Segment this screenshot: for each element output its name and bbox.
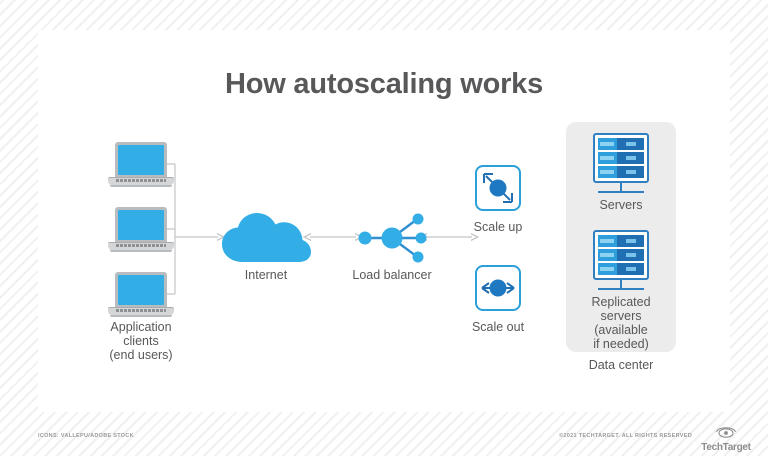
horizontal-arrows-icon: [481, 279, 515, 297]
rack-base-bar: [598, 288, 644, 290]
replicated-label-line4: if needed): [593, 337, 649, 351]
replicated-label-line1: Replicated: [591, 295, 651, 309]
clients-label-line2: clients: [123, 334, 159, 348]
scale-up-box[interactable]: [475, 165, 521, 211]
clients-label: Application clients (end users): [86, 320, 196, 362]
replicated-servers-label: Replicated servers (available if needed): [564, 295, 678, 351]
scale-up-label: Scale up: [473, 220, 523, 234]
techtarget-eye-icon: [716, 427, 736, 438]
internet-label: Internet: [244, 268, 288, 282]
diagonal-arrows-icon: [483, 173, 513, 203]
rack-stem: [620, 280, 622, 289]
servers-label-line1: Servers: [599, 198, 643, 212]
clients-label-line1: Application: [110, 320, 172, 334]
laptop-icon: [108, 207, 174, 253]
laptop-icon: [108, 272, 174, 318]
techtarget-logo: TechTarget: [698, 425, 754, 453]
graphic-card: How autoscaling works: [38, 30, 730, 412]
replicated-label-line3: (available: [594, 323, 648, 337]
graphic-title: How autoscaling works: [224, 68, 544, 100]
cloud-icon: [222, 213, 311, 262]
techtarget-wordmark: TechTarget: [701, 442, 751, 453]
scale-out-box[interactable]: [475, 265, 521, 311]
icon-credit: ICONS: VALLEPU/ADOBE STOCK: [38, 433, 134, 439]
replicated-label-line2: servers: [600, 309, 642, 323]
server-rack-icon: [593, 133, 649, 183]
load-balancer-icon: [358, 213, 427, 263]
servers-label: Servers: [566, 198, 676, 212]
scale-out-label: Scale out: [471, 320, 525, 334]
clients-label-line3: (end users): [109, 348, 173, 362]
copyright-notice: ©2021 TECHTARGET. ALL RIGHTS RESERVED: [559, 433, 692, 439]
rack-base-bar: [598, 191, 644, 193]
rack-stem: [620, 183, 622, 192]
server-rack-icon: [593, 230, 649, 280]
load-balancer-label: Load balancer: [352, 268, 432, 282]
data-center-label: Data center: [588, 358, 654, 372]
laptop-icon: [108, 142, 174, 188]
